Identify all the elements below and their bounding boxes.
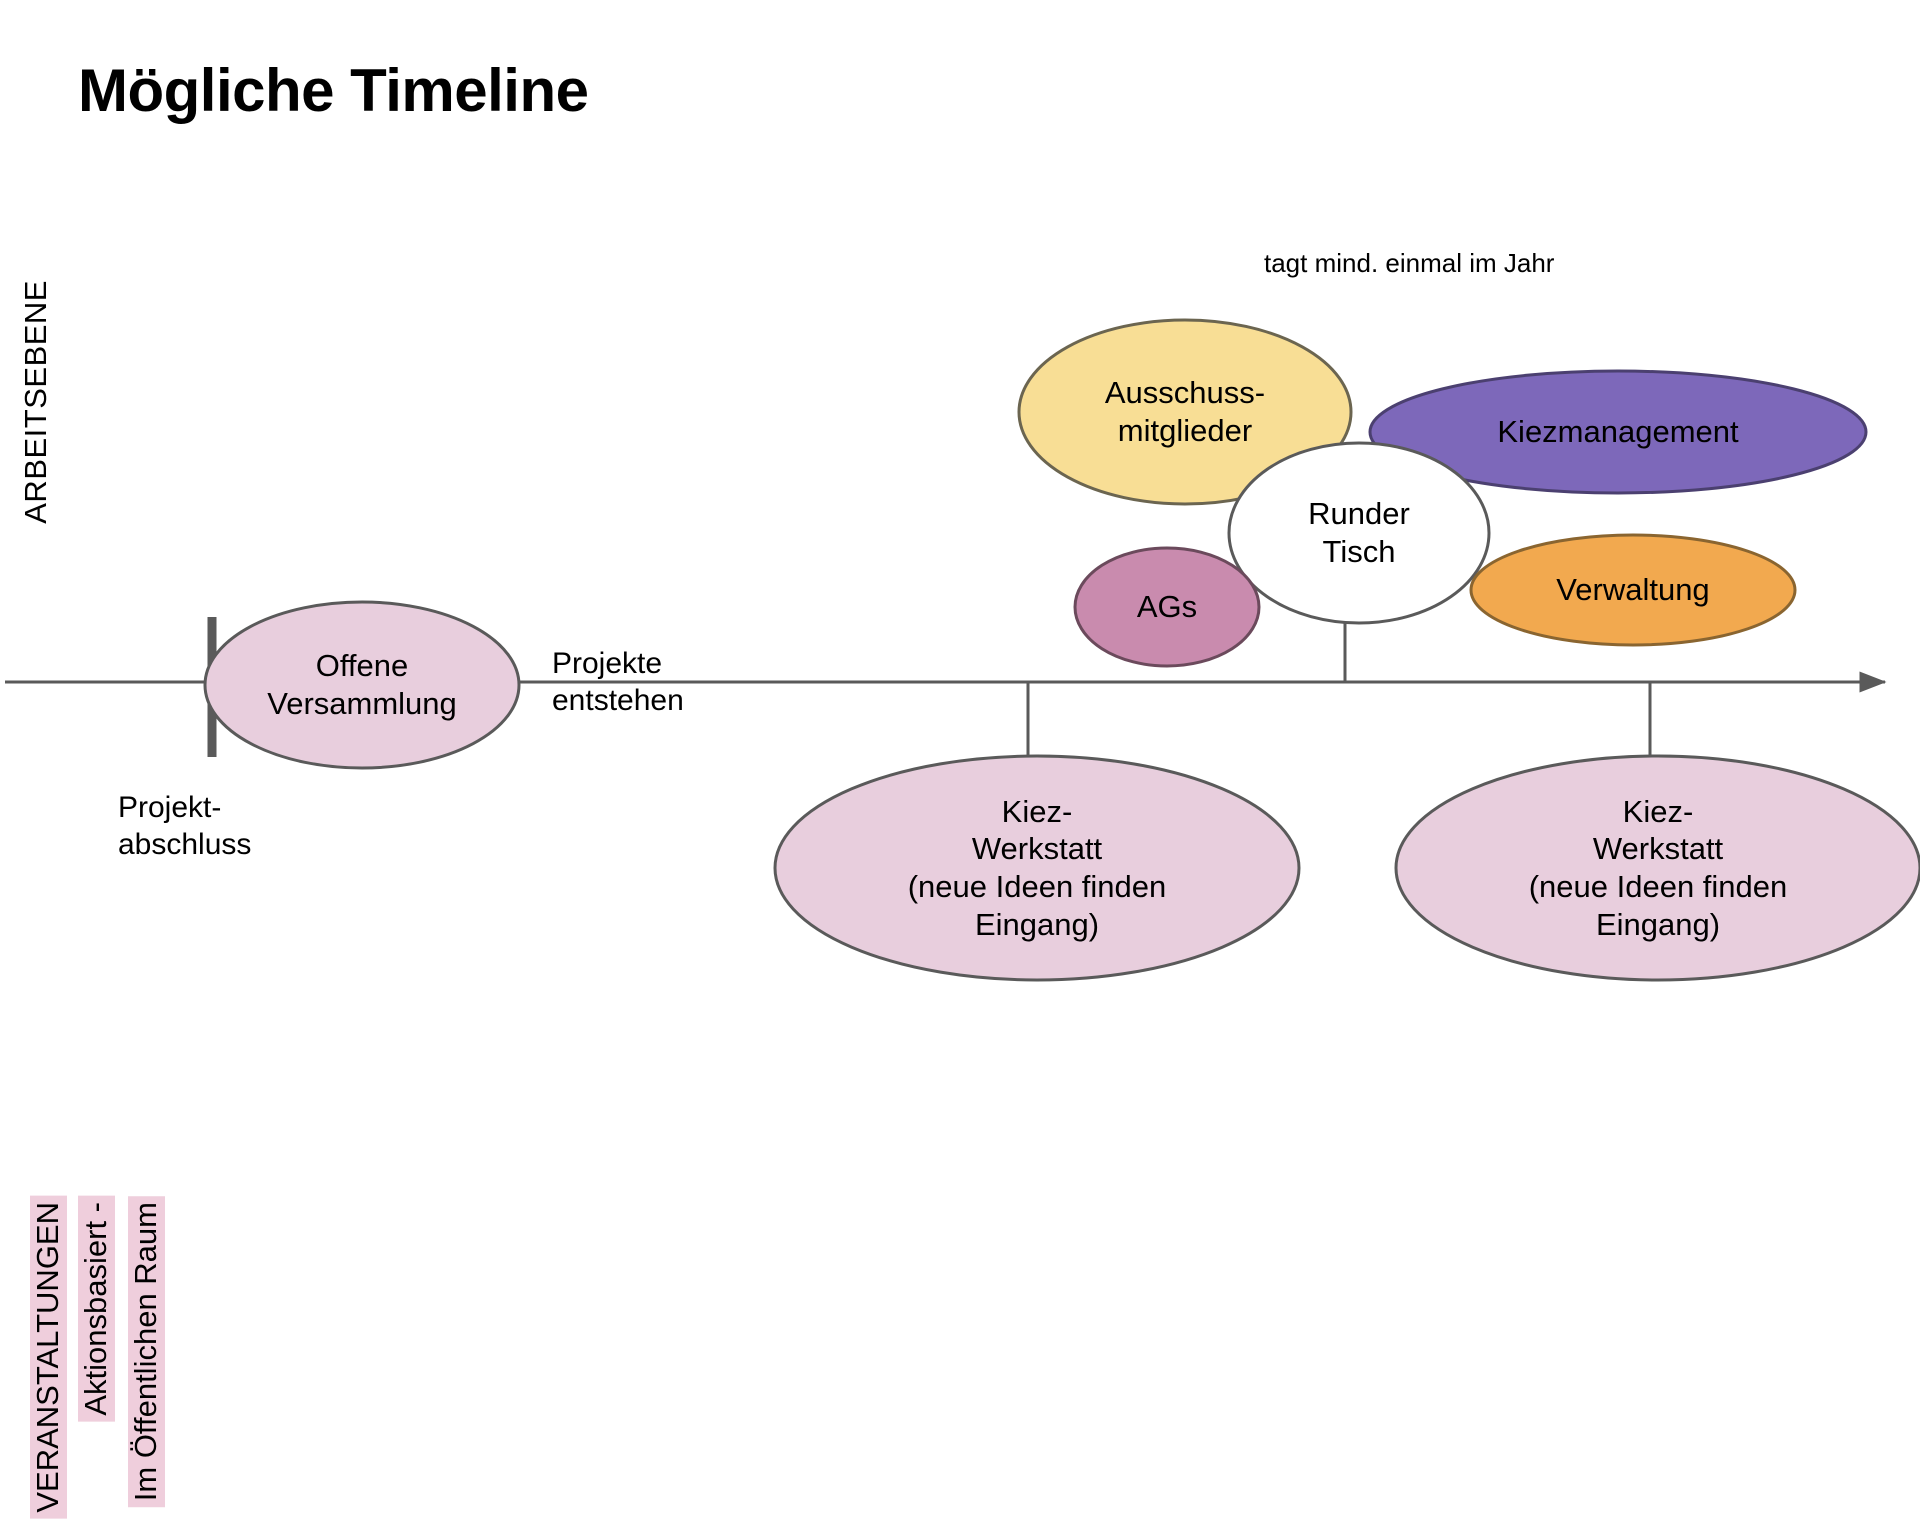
vertical-label-veranstaltungen: VERANSTALTUNGEN bbox=[30, 1196, 67, 1519]
node-ellipse-ags[interactable] bbox=[1073, 546, 1261, 668]
page-title: Mögliche Timeline bbox=[78, 57, 589, 124]
diagram-canvas: Mögliche Timeline ARBEITSEBENE VERANSTAL… bbox=[5, 57, 1920, 1519]
vertical-label-im-oeffentlichen-raum: Im Öffentlichen Raum bbox=[128, 1196, 165, 1508]
node-ellipse-runder-tisch[interactable] bbox=[1227, 441, 1491, 625]
arbeitsebene-axis-label: ARBEITSEBENE bbox=[18, 280, 53, 524]
node-ellipse-verwaltung[interactable] bbox=[1469, 533, 1797, 647]
node-shapes bbox=[203, 318, 1920, 982]
connector-lines bbox=[1026, 620, 1652, 762]
node-ellipse-offene-versammlung[interactable] bbox=[203, 600, 521, 770]
diagram-vector-layer bbox=[5, 318, 1920, 982]
node-ellipse-kiez-werkstatt-2[interactable] bbox=[1394, 754, 1920, 982]
node-ellipse-kiezmanagement[interactable] bbox=[1368, 369, 1868, 495]
vertical-label-aktionsbasiert: Aktionsbasiert - bbox=[78, 1196, 115, 1422]
annotation-projekte-entstehen: Projekte entstehen bbox=[552, 647, 684, 717]
node-ellipse-ausschussmitglieder[interactable] bbox=[1017, 318, 1353, 506]
annotation-projekt-abschluss: Projekt- abschluss bbox=[118, 791, 252, 861]
annotation-tagt-mind-einmal-im-jahr: tagt mind. einmal im Jahr bbox=[1264, 248, 1555, 278]
node-ellipse-kiez-werkstatt-1[interactable] bbox=[773, 754, 1301, 982]
